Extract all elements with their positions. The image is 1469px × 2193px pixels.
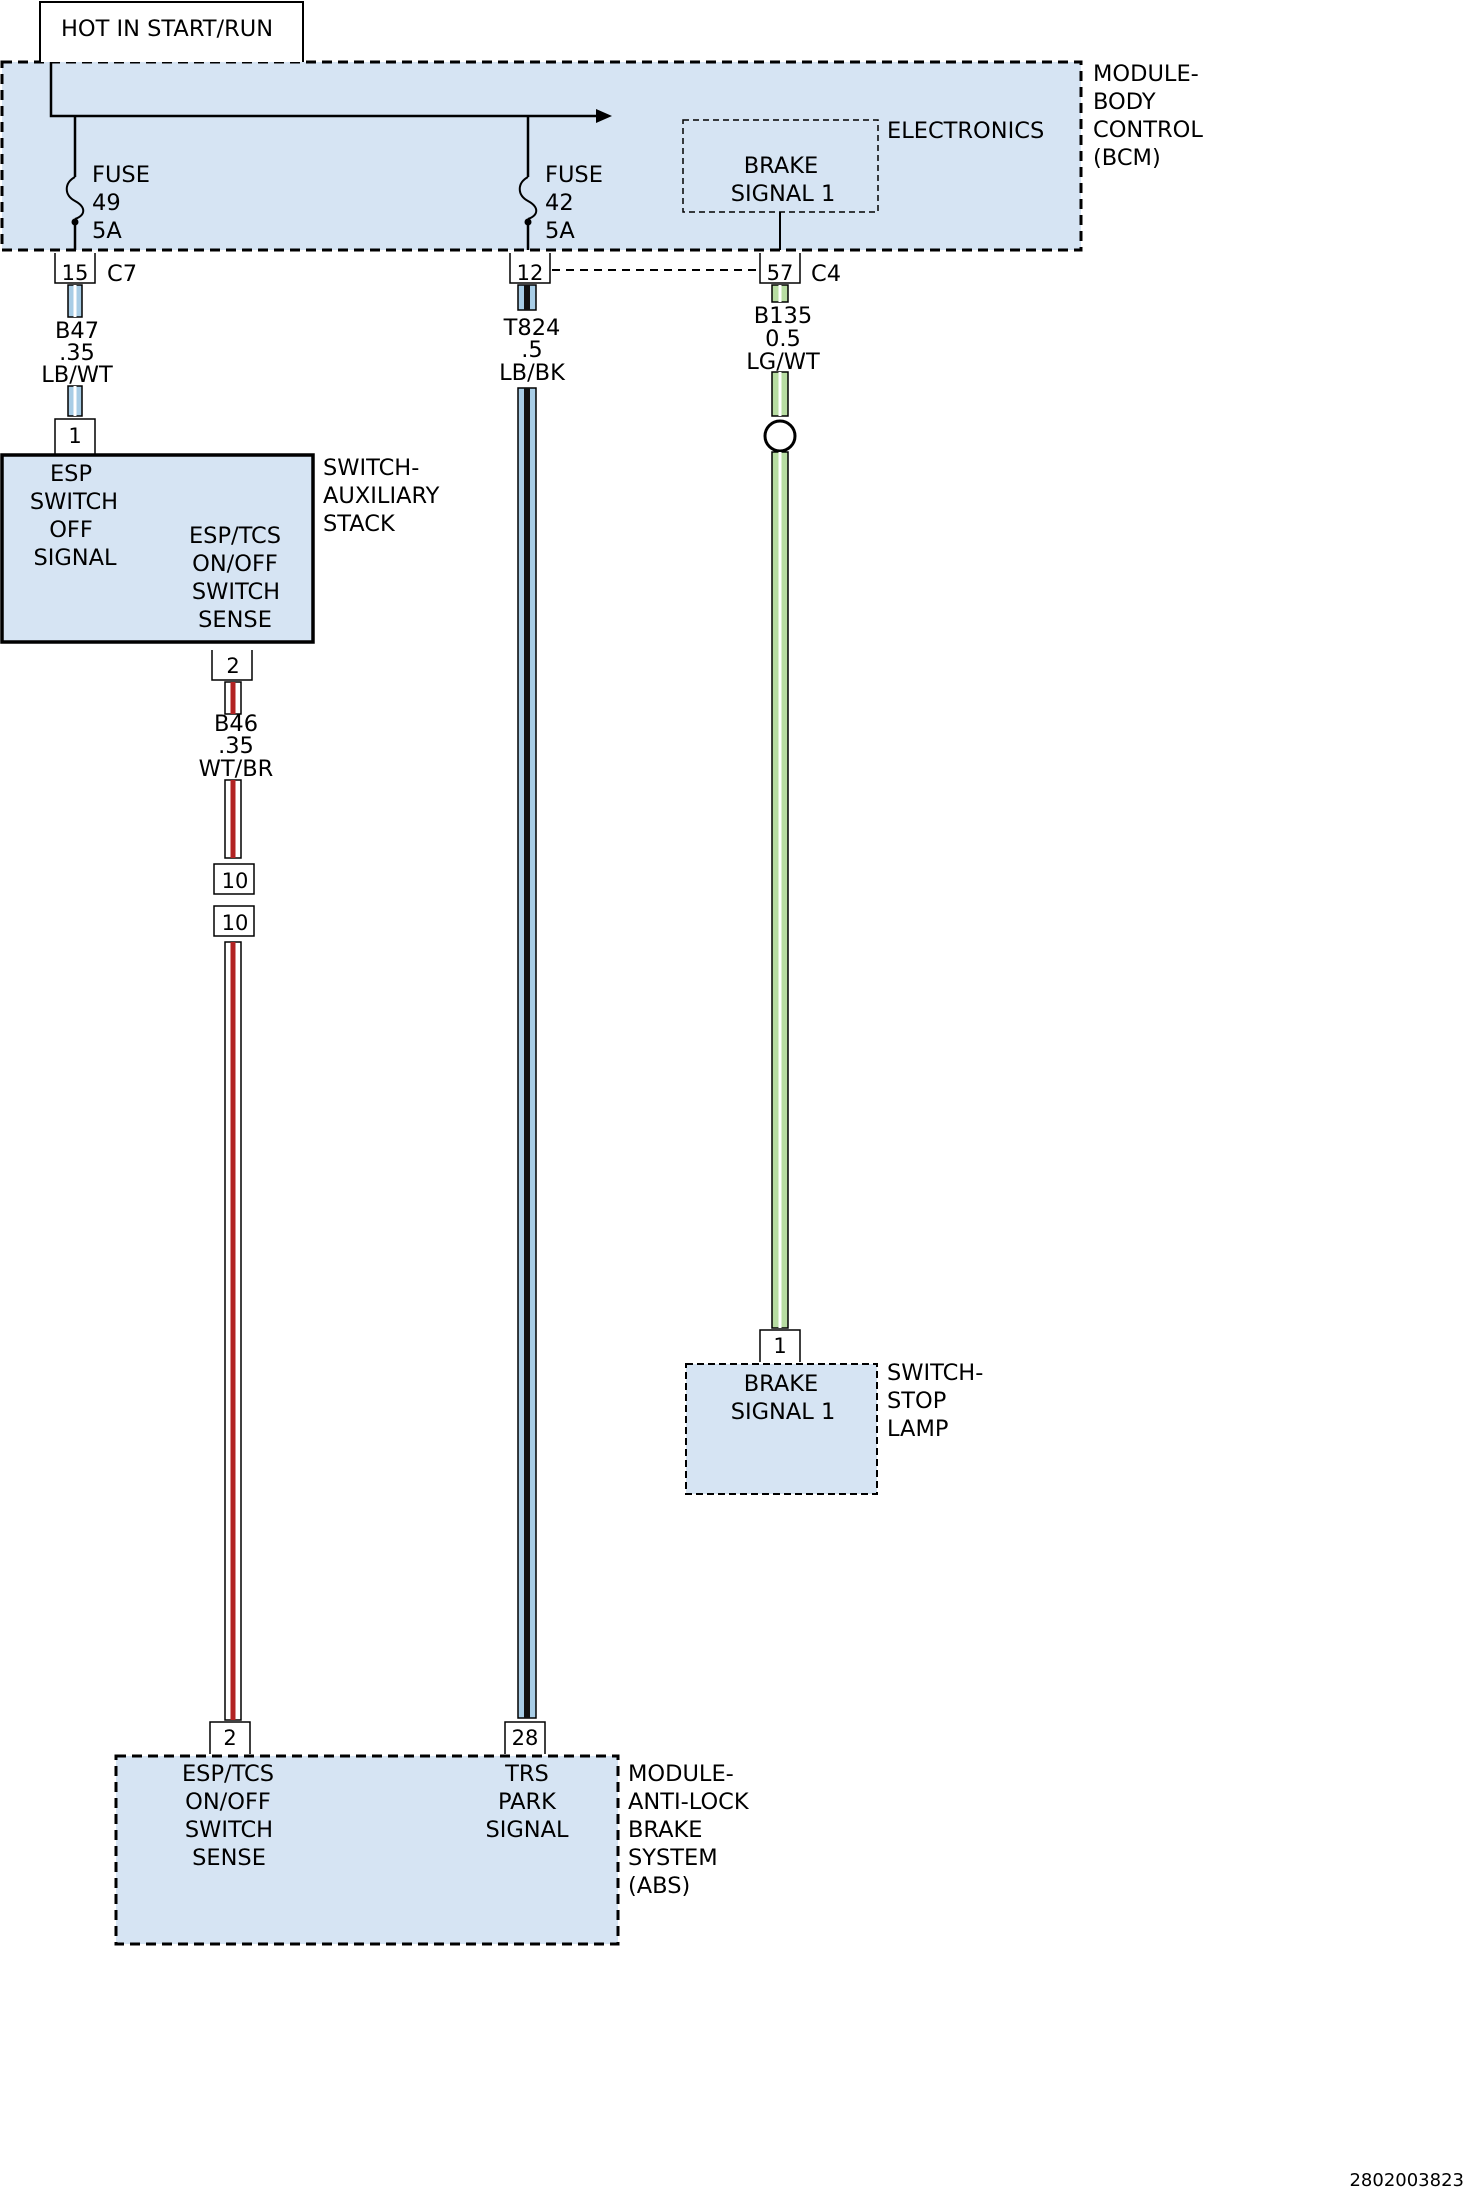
aux-esp-off-line-2: SWITCH bbox=[30, 489, 118, 515]
connector-c4-pin-57 bbox=[759, 253, 801, 284]
bcm-name-line-4: (BCM) bbox=[1093, 145, 1161, 171]
aux-stack-name-1: SWITCH- bbox=[323, 455, 419, 481]
fuse-49-symbol bbox=[65, 176, 85, 220]
fuse-42-label-2: 42 bbox=[545, 190, 574, 216]
bcm-name-line-3: CONTROL bbox=[1093, 117, 1203, 143]
wire-b135-label-2: 0.5 bbox=[765, 326, 801, 352]
stop-lamp-name-2: STOP bbox=[887, 1388, 946, 1414]
aux-stack-name-2: AUXILIARY bbox=[323, 483, 440, 509]
wire-b135-label-1: B135 bbox=[754, 303, 812, 329]
aux-esp-tcs-line-2: ON/OFF bbox=[192, 551, 278, 577]
wire-t824: T824 .5 LB/BK bbox=[499, 284, 566, 1719]
aux-esp-off-line-4: SIGNAL bbox=[33, 545, 117, 571]
stop-lamp-pin-1 bbox=[759, 1329, 801, 1362]
wire-b46-label-3: WT/BR bbox=[199, 756, 274, 782]
abs-module-box bbox=[114, 1754, 620, 1946]
aux-esp-tcs-line-1: ESP/TCS bbox=[189, 523, 281, 549]
stop-lamp-name-1: SWITCH- bbox=[887, 1360, 983, 1386]
power-source-label: HOT IN START/RUN bbox=[61, 16, 273, 42]
abs-trs-line-3: SIGNAL bbox=[485, 1817, 569, 1843]
abs-pin-2-label: 2 bbox=[223, 1726, 236, 1750]
wire-b135-splice bbox=[763, 419, 797, 453]
aux-pin-2-label: 2 bbox=[226, 654, 239, 678]
abs-name-3: BRAKE bbox=[628, 1817, 703, 1843]
power-bus bbox=[49, 62, 600, 118]
connector-c7-pin-15-label: 15 bbox=[62, 261, 89, 285]
fuse-42-label-3: 5A bbox=[545, 218, 575, 244]
fuse-42: FUSE 42 5A bbox=[518, 162, 603, 250]
inline-connector-pin-10-b-label: 10 bbox=[222, 911, 249, 935]
power-source-box bbox=[39, 1, 304, 62]
wire-b47-label-3: LB/WT bbox=[41, 362, 113, 388]
wire-b47-label-1: B47 bbox=[55, 318, 99, 344]
wire-b47-label-2: .35 bbox=[59, 340, 95, 366]
fuse-49-label-3: 5A bbox=[92, 218, 122, 244]
abs-name-2: ANTI-LOCK bbox=[628, 1789, 750, 1815]
wire-t824-label-3: LB/BK bbox=[499, 360, 566, 386]
inline-connector-pin-10-b bbox=[213, 905, 255, 937]
bcm-module-box bbox=[0, 60, 1083, 252]
aux-stack-name-3: STACK bbox=[323, 511, 396, 537]
stop-lamp-name-3: LAMP bbox=[887, 1416, 948, 1442]
aux-pin-1 bbox=[54, 418, 96, 454]
connector-c4-label: C4 bbox=[811, 261, 841, 287]
abs-name-4: SYSTEM bbox=[628, 1845, 718, 1871]
stop-lamp-signal-line-1: BRAKE bbox=[744, 1371, 819, 1397]
connector-pin-12 bbox=[509, 253, 551, 284]
aux-esp-off-line-1: ESP bbox=[50, 461, 92, 487]
fuse-42-label-1: FUSE bbox=[545, 162, 603, 188]
aux-pin-1-label: 1 bbox=[68, 424, 81, 448]
abs-esp-tcs-line-1: ESP/TCS bbox=[182, 1761, 274, 1787]
abs-trs-line-1: TRS bbox=[504, 1761, 549, 1787]
aux-esp-tcs-line-4: SENSE bbox=[198, 607, 272, 633]
figure-id: 2802003823 bbox=[1349, 2170, 1464, 2191]
abs-pin-28 bbox=[504, 1721, 546, 1754]
fuse-42-symbol bbox=[518, 176, 538, 220]
stop-lamp-signal-line-2: SIGNAL 1 bbox=[731, 1399, 836, 1425]
abs-esp-tcs-line-2: ON/OFF bbox=[185, 1789, 271, 1815]
wire-b47: B47 .35 LB/WT bbox=[41, 284, 113, 417]
abs-name-1: MODULE- bbox=[628, 1761, 734, 1787]
fuse-49: FUSE 49 5A bbox=[65, 162, 150, 250]
abs-pin-28-label: 28 bbox=[512, 1726, 539, 1750]
abs-esp-tcs-line-3: SWITCH bbox=[185, 1817, 273, 1843]
bus-arrow bbox=[596, 109, 612, 123]
wire-b46-label-1: B46 bbox=[214, 711, 258, 737]
wire-t824-label-2: .5 bbox=[521, 337, 542, 363]
wire-t824-label-1: T824 bbox=[503, 315, 561, 341]
connector-c7-pin-15 bbox=[54, 253, 96, 284]
aux-stack-box bbox=[0, 453, 315, 644]
wire-b46-label-2: .35 bbox=[218, 733, 254, 759]
aux-pin-2 bbox=[211, 650, 253, 681]
stop-lamp-box bbox=[685, 1363, 878, 1495]
fuse-49-label-2: 49 bbox=[92, 190, 121, 216]
bcm-name-line-2: BODY bbox=[1093, 89, 1156, 115]
bcm-brake-signal-line-1: BRAKE bbox=[744, 153, 819, 179]
fuse-49-label-1: FUSE bbox=[92, 162, 150, 188]
aux-esp-tcs-line-3: SWITCH bbox=[192, 579, 280, 605]
bcm-name-line-1: MODULE- bbox=[1093, 61, 1199, 87]
inline-connector-pin-10-a-label: 10 bbox=[222, 869, 249, 893]
connector-c7-label: C7 bbox=[107, 261, 137, 287]
wire-b46: B46 .35 WT/BR bbox=[199, 681, 274, 1721]
wire-b135: B135 0.5 LG/WT bbox=[746, 284, 820, 1329]
wire-b135-label-3: LG/WT bbox=[746, 349, 820, 375]
bcm-electronics-label: ELECTRONICS bbox=[887, 118, 1044, 144]
aux-esp-off-line-3: OFF bbox=[49, 517, 93, 543]
stop-lamp-pin-1-label: 1 bbox=[773, 1334, 786, 1358]
connector-c4-pin-57-label: 57 bbox=[767, 261, 794, 285]
abs-esp-tcs-line-4: SENSE bbox=[192, 1845, 266, 1871]
inline-connector-pin-10-a bbox=[213, 863, 255, 895]
abs-name-5: (ABS) bbox=[628, 1873, 690, 1899]
abs-trs-line-2: PARK bbox=[498, 1789, 557, 1815]
abs-pin-2 bbox=[209, 1721, 251, 1754]
bcm-brake-signal-line-2: SIGNAL 1 bbox=[731, 181, 836, 207]
connector-pin-12-label: 12 bbox=[517, 261, 544, 285]
